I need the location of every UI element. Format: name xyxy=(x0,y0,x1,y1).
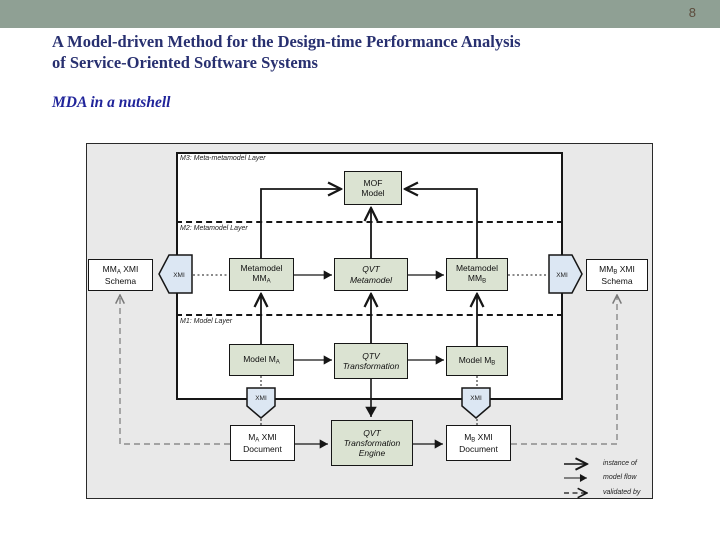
layer-label-m2: M2: Metamodel Layer xyxy=(180,225,248,232)
svg-text:XMI: XMI xyxy=(556,272,568,279)
node-label: Metamodel xyxy=(240,263,283,274)
node-label: MB XMI xyxy=(464,431,493,444)
node-qtv-transformation: QTV Transformation xyxy=(334,343,408,379)
node-mof-model: MOF Model xyxy=(344,171,402,205)
legend-validated-by: validated by xyxy=(603,489,641,496)
node-mmb-xmi-schema: MMB XMI Schema xyxy=(586,259,648,291)
page-number: 8 xyxy=(688,5,696,20)
node-label: Transformation xyxy=(343,437,401,448)
layer-label-m1: M1: Model Layer xyxy=(180,318,233,325)
legend-instance-of: instance of xyxy=(603,460,637,467)
legend-model-flow: model flow xyxy=(603,474,637,481)
node-label: Engine xyxy=(358,448,386,459)
layer-separator-m1 xyxy=(176,314,563,316)
connector-lines xyxy=(87,144,654,500)
slide-title-line2: of Service-Oriented Software Systems xyxy=(52,53,318,72)
node-label: Document xyxy=(459,444,498,455)
node-label: Schema xyxy=(601,276,633,287)
svg-text:XMI: XMI xyxy=(470,395,482,402)
xmi-pentagon-down-left-icon: XMI xyxy=(246,387,276,419)
node-label: QTV xyxy=(362,350,380,361)
node-label: MOF xyxy=(363,177,383,188)
node-mma-xmi-schema: MMA XMI Schema xyxy=(88,259,153,291)
node-label: Metamodel xyxy=(455,263,499,274)
node-metamodel-mmb: Metamodel MMB xyxy=(446,258,508,291)
node-ma-xmi-document: MA XMI Document xyxy=(230,425,295,461)
slide-title: A Model-driven Method for the Design-tim… xyxy=(52,31,672,73)
node-model-mb: Model MB xyxy=(446,346,508,376)
node-model-ma: Model MA xyxy=(229,344,294,376)
node-label: Transformation xyxy=(342,361,400,371)
node-label: MMB xyxy=(467,273,487,285)
node-qvt-transformation-engine: QVT Transformation Engine xyxy=(331,420,413,466)
node-label: QVT xyxy=(363,427,381,438)
node-qvt-metamodel: QVT Metamodel xyxy=(334,258,408,291)
slide-subtitle: MDA in a nutshell xyxy=(52,94,171,111)
slide-title-line1: A Model-driven Method for the Design-tim… xyxy=(52,32,521,51)
node-label: MA XMI xyxy=(248,431,277,444)
layer-separator-m2 xyxy=(176,221,563,223)
slide-header-bar: 8 xyxy=(0,0,720,28)
node-mb-xmi-document: MB XMI Document xyxy=(446,425,511,461)
layer-label-m3: M3: Meta-metamodel Layer xyxy=(180,155,266,162)
node-label: MMB XMI xyxy=(599,263,635,276)
node-label: MMA xyxy=(252,273,271,285)
node-label: Model MA xyxy=(243,353,280,366)
node-label: Metamodel xyxy=(349,274,393,285)
node-label: QVT xyxy=(362,264,380,275)
node-label: Model MB xyxy=(458,354,496,367)
mda-diagram: M3: Meta-metamodel Layer M2: Metamodel L… xyxy=(86,143,653,499)
node-label: Schema xyxy=(104,276,137,287)
xmi-pentagon-left-icon: XMI xyxy=(158,254,193,294)
node-label: Model xyxy=(361,188,385,198)
xmi-pentagon-right-icon: XMI xyxy=(548,254,583,294)
node-metamodel-mma: Metamodel MMA xyxy=(229,258,294,291)
svg-text:XMI: XMI xyxy=(173,272,185,279)
node-label: MMA XMI xyxy=(102,263,139,276)
node-label: Document xyxy=(243,444,282,455)
xmi-pentagon-down-right-icon: XMI xyxy=(461,387,491,419)
svg-text:XMI: XMI xyxy=(255,395,267,402)
